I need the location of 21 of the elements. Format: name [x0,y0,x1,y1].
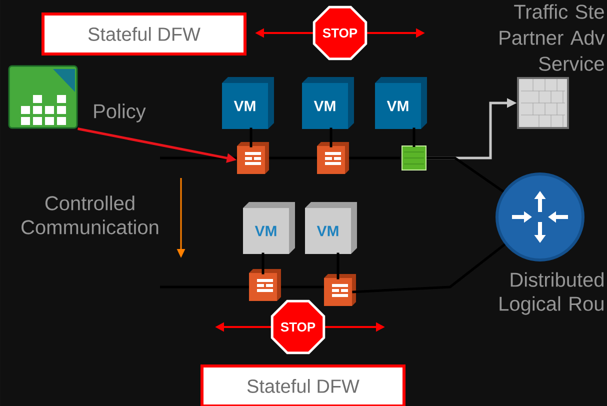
text-box: Stateful DFW [42,12,246,56]
vm-cube: VM [305,202,357,254]
firewall-icon [237,142,269,174]
connector-line [262,252,264,274]
router-label: Distributed Logical Rou [500,272,604,315]
vm-cube: VM [302,77,354,129]
policy-label: Policy [94,104,146,122]
firewall-icon [324,274,356,306]
firewall-icon [249,269,281,301]
service-label: Traffic Ste Partner Adv Service [500,4,605,71]
firewall-icon [317,142,349,174]
annotation: Controlled Communication [22,196,158,234]
connector-line [330,128,332,148]
firewall-icon [402,146,426,170]
connector-line [352,243,506,294]
connector-line [250,128,252,148]
vm-cube: VM [375,77,427,129]
vm-cube: VM [222,77,274,129]
text-box: Stateful DFW [200,364,406,406]
connector-line [426,156,504,193]
vm-cube: VM [243,202,295,254]
